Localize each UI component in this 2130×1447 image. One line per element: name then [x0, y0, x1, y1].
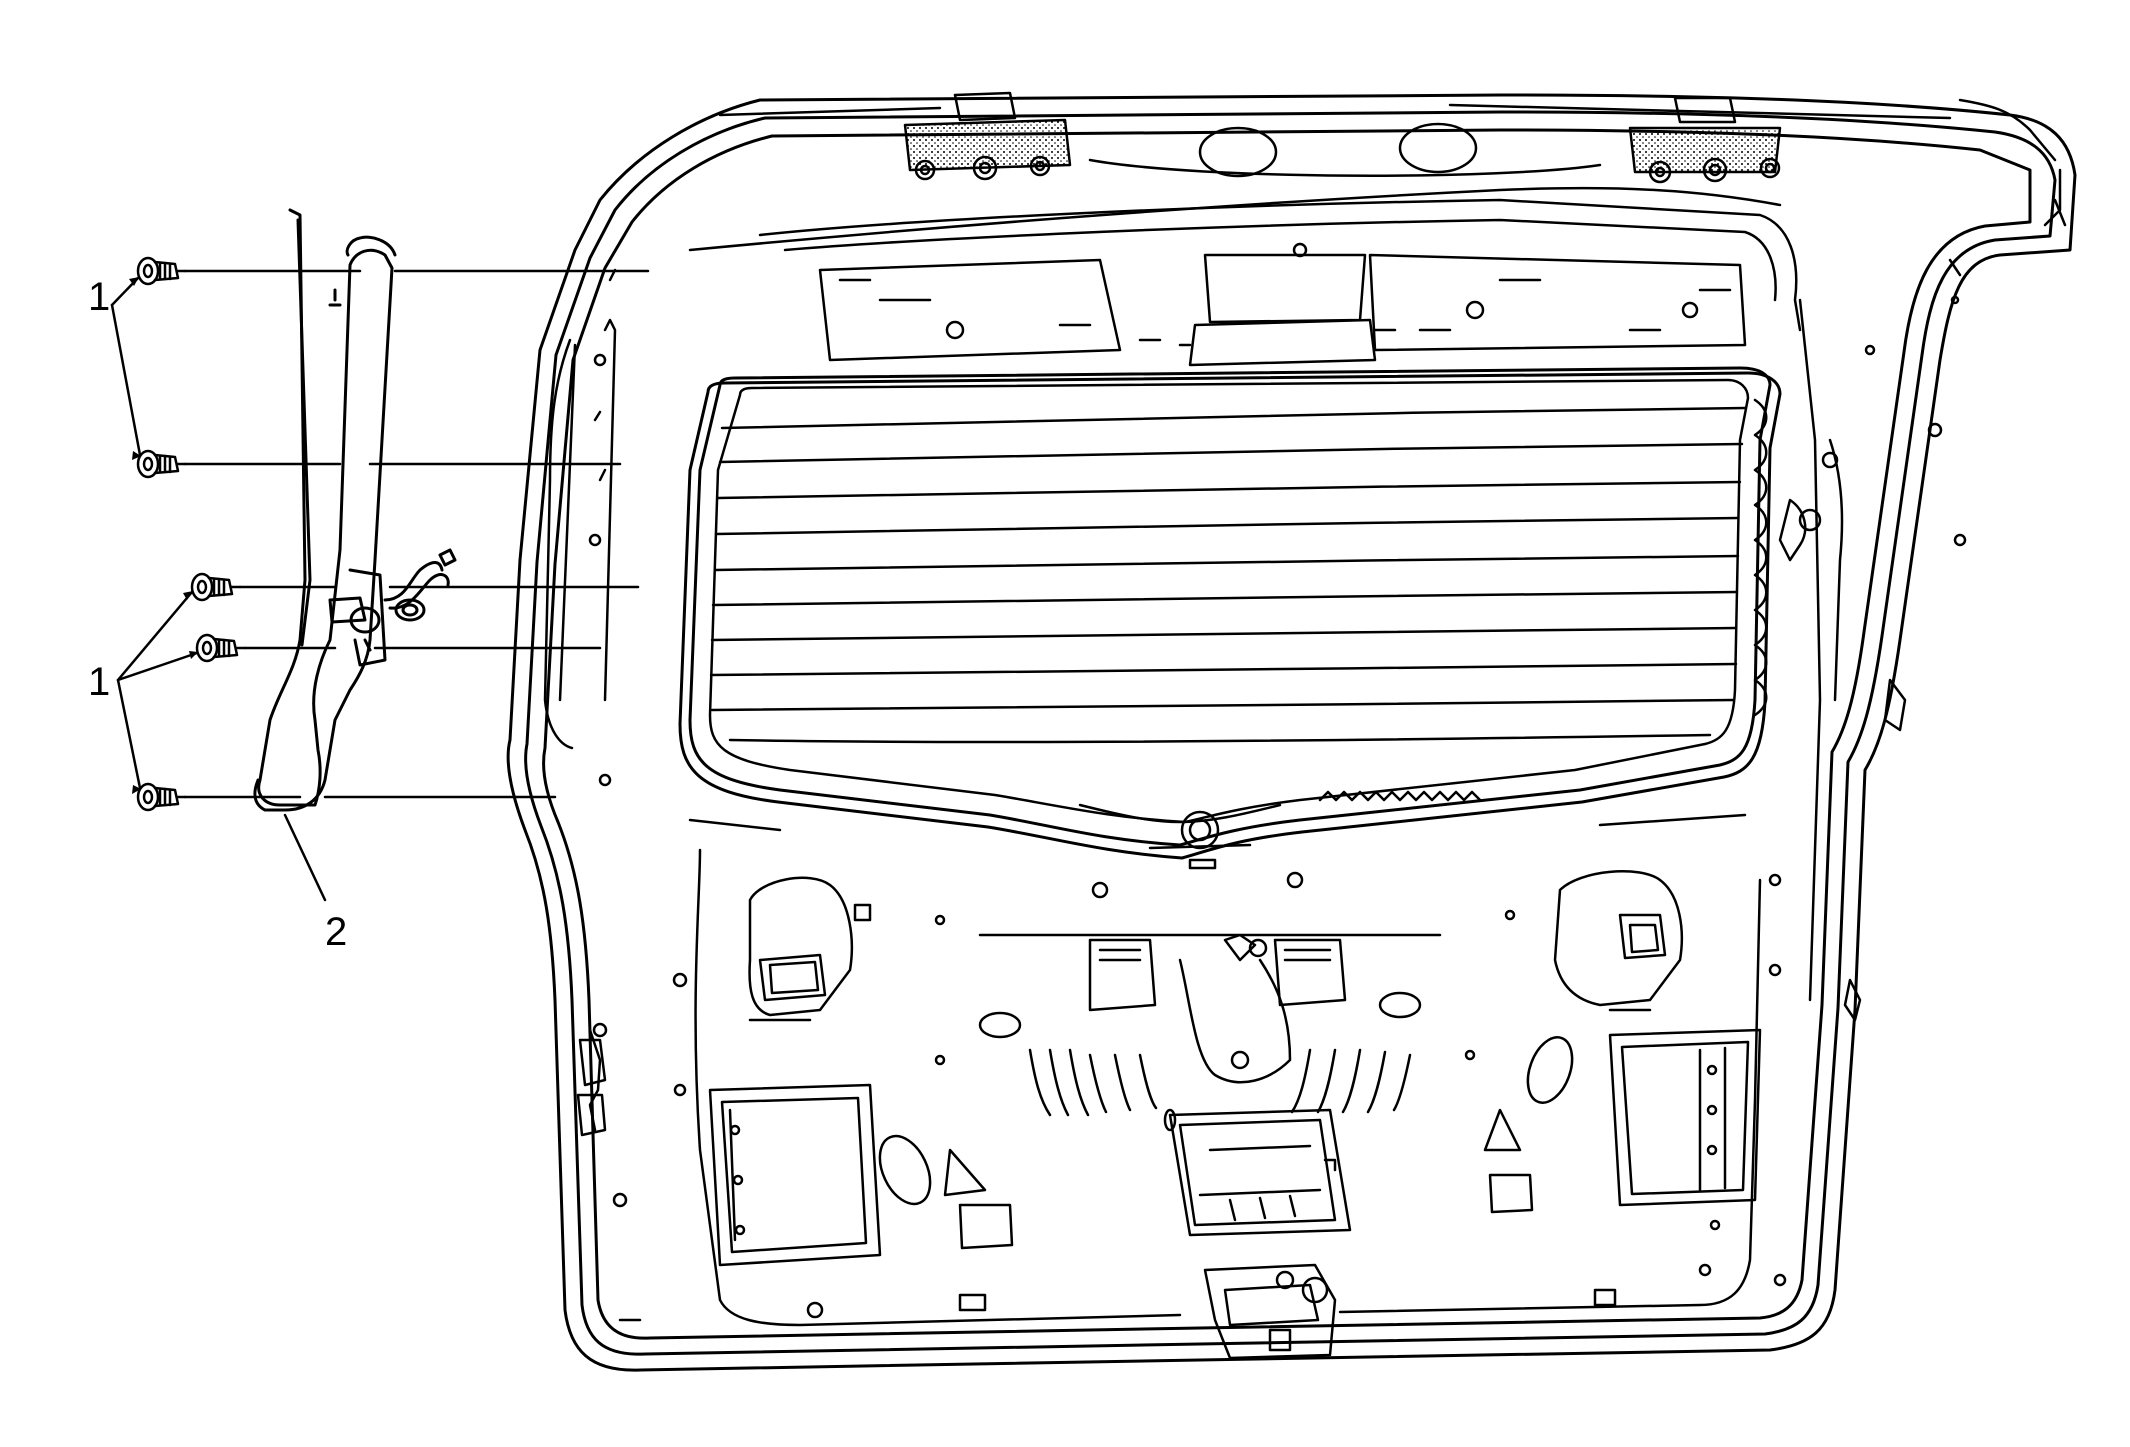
- fastener-1: [136, 256, 187, 286]
- liftgate-header-panel: [688, 122, 1802, 367]
- center-lamp-bump: [1078, 803, 1282, 870]
- rear-window-frame: [678, 366, 1782, 860]
- callout-label-fastener-upper: 1: [88, 275, 110, 319]
- trim-panel: [253, 208, 457, 812]
- liftgate-inner-panel: [672, 813, 1782, 1360]
- fastener-set: [136, 256, 247, 812]
- alignment-lines: [183, 269, 650, 799]
- liftgate-outer-panel: [506, 93, 2077, 1372]
- leader-arrowheads: [129, 277, 198, 794]
- callout-label-trim-panel: 2: [325, 910, 347, 954]
- fastener-3: [190, 572, 242, 602]
- fastener-5: [136, 782, 187, 812]
- rear-window-glass: [708, 378, 1768, 824]
- hinge-left: [903, 91, 1072, 181]
- fastener-4: [195, 633, 247, 663]
- callout-label-fastener-lower: 1: [88, 660, 110, 704]
- hinge-right: [1628, 96, 1782, 184]
- liftgate-right-flange: [1768, 258, 1967, 1287]
- fastener-2: [136, 449, 187, 479]
- liftgate-top-edge: [718, 98, 2067, 227]
